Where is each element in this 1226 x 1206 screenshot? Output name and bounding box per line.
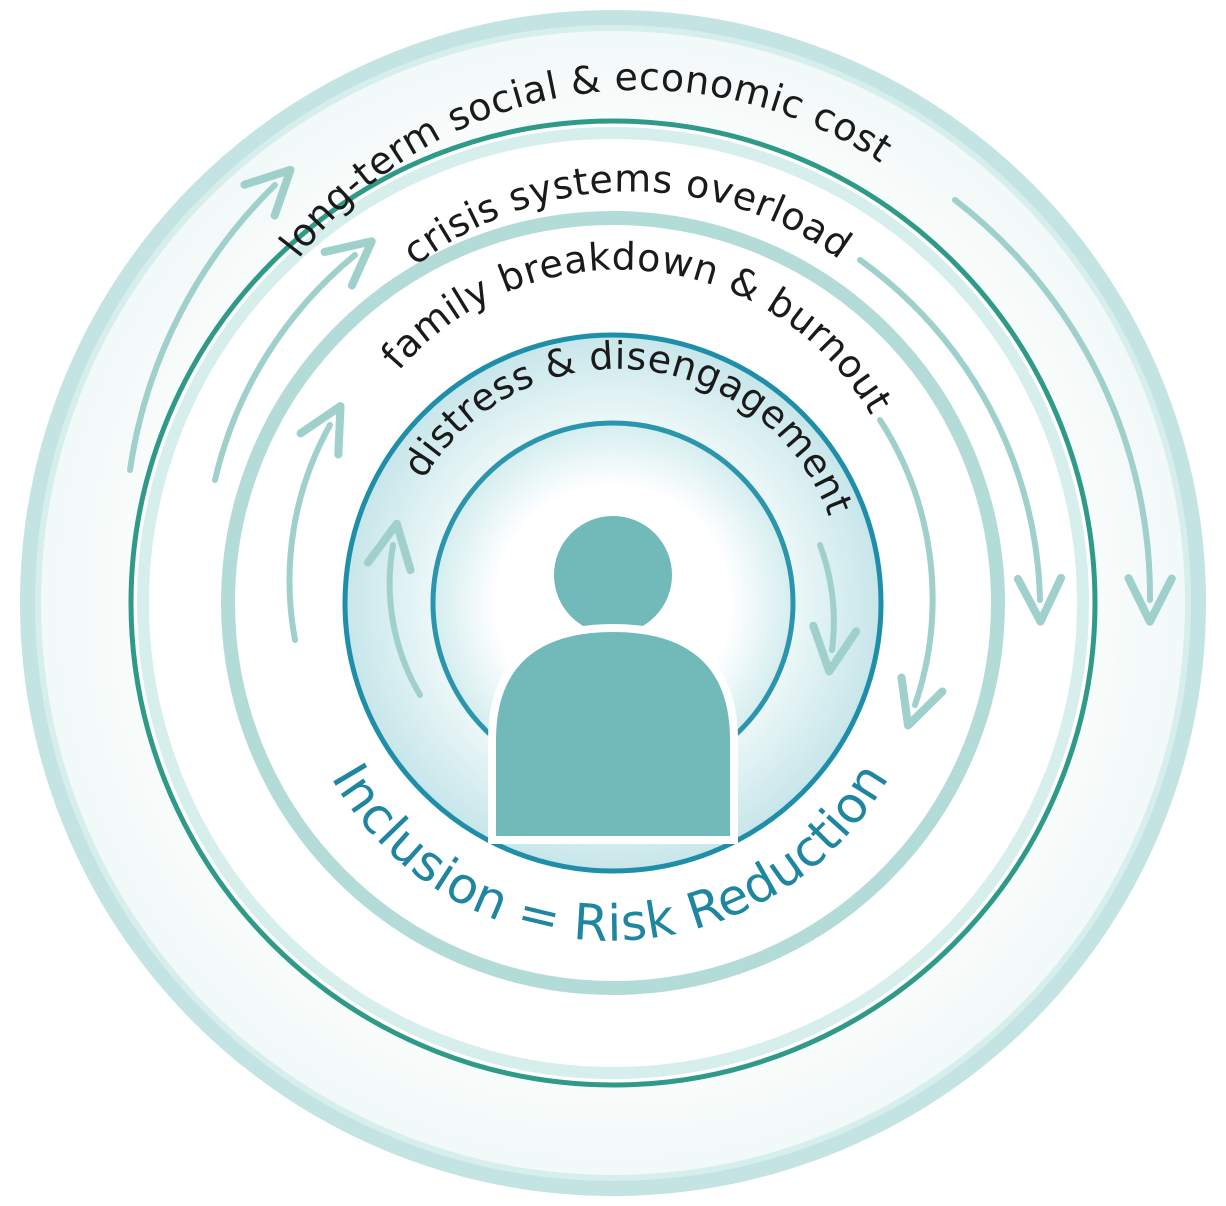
arrow-up-outer	[127, 165, 295, 473]
ring-outer-highlight	[35, 25, 1191, 1181]
arrow-up-ring2	[212, 237, 376, 483]
arrow-down-outer	[952, 197, 1176, 626]
arrow-up-ring4	[363, 519, 423, 698]
arrow-down-ring4	[809, 542, 861, 676]
cycle-arrows	[127, 165, 1176, 730]
arrow-down-ring3	[877, 417, 947, 730]
ring-crisis-inner-glow	[137, 127, 1089, 1079]
arrow-down-ring2	[857, 257, 1066, 626]
arrow-up-ring3	[286, 402, 345, 643]
person-icon	[488, 508, 738, 844]
